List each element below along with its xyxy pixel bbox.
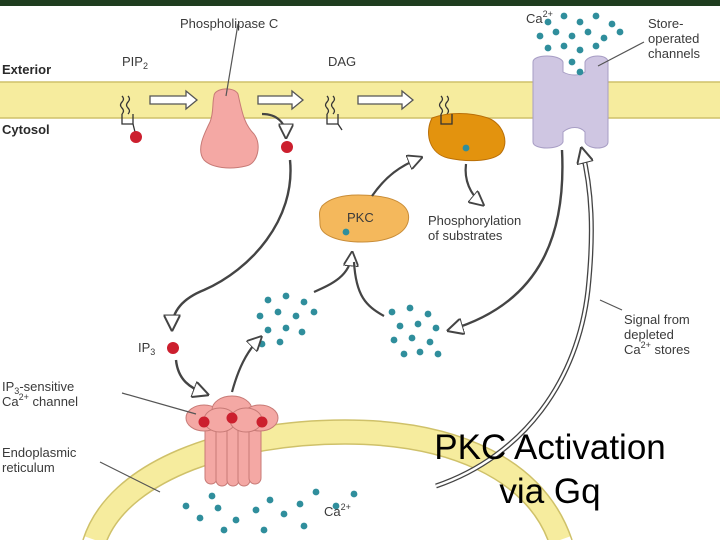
ip3-label: IP3 <box>138 340 156 357</box>
exterior-label: Exterior <box>2 62 52 77</box>
er-label: Endoplasmic reticulum <box>2 445 77 475</box>
phospholipase-c-label: Phospholipase C <box>180 16 279 31</box>
phosphorylation-label: Phosphorylation of substrates <box>428 213 522 243</box>
pkc-label: PKC <box>347 210 374 225</box>
membrane-arrows <box>149 89 415 111</box>
dag-pkc-lipid <box>438 95 450 115</box>
cytosol-label: Cytosol <box>2 122 50 137</box>
slide-title-line1: PKC Activation <box>434 428 666 467</box>
dag-lipid <box>324 95 343 131</box>
ca-exterior-label: Ca2+ <box>526 9 553 27</box>
pkc-inactive <box>319 194 410 243</box>
dag-label: DAG <box>328 54 357 69</box>
extracellular-ca-ions <box>536 12 624 76</box>
er-membrane <box>83 419 572 540</box>
slide-title: PKC Activation via Gq <box>400 426 700 514</box>
phospholipase-c-enzyme <box>200 88 259 169</box>
ca-lumen-label: Ca2+ <box>324 502 351 520</box>
slide-title-line2: via Gq <box>499 472 601 511</box>
pip2-headgroup <box>130 131 142 143</box>
cytosolic-ca-ions-right <box>388 304 442 358</box>
ip3-released <box>281 141 293 153</box>
cytosolic-ca-ions-left <box>256 292 318 348</box>
store-operated-channel <box>532 55 609 149</box>
store-operated-channels-label: Store- operated channels <box>648 16 701 61</box>
signal-depleted-stores-label: Signal from depleted Ca2+ stores <box>624 312 690 357</box>
top-bar <box>0 0 720 6</box>
ip3-channel-label: IP3-sensitive Ca2+ channel <box>2 379 79 409</box>
er-lumen-ca-ions <box>182 488 358 534</box>
pkc-active <box>428 113 506 162</box>
pip2-lipid <box>119 95 136 133</box>
ip3-molecule <box>167 342 179 354</box>
pip2-label: PIP2 <box>122 54 148 71</box>
